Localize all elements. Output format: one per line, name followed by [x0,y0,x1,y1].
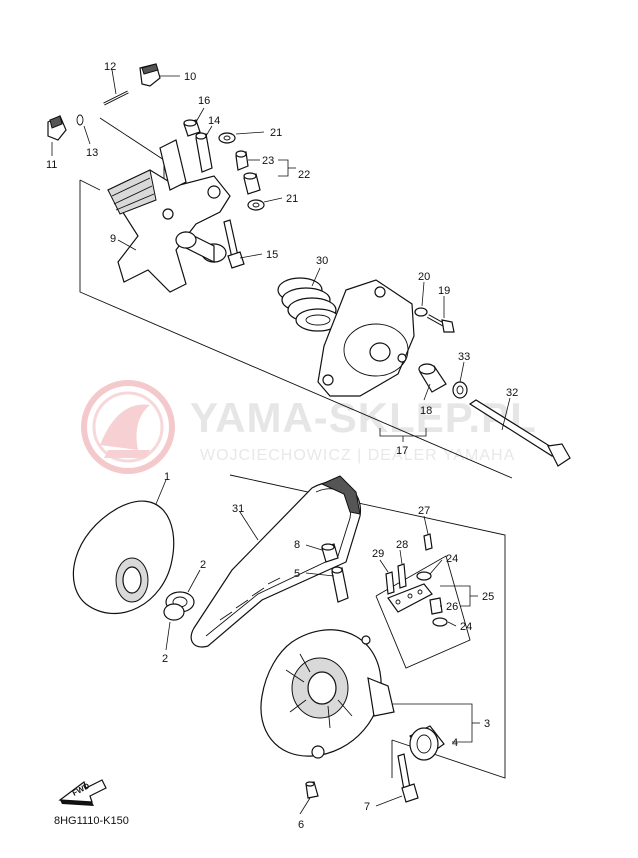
part-18-bushing [418,363,447,393]
part-2-bushing-lower [163,603,185,621]
part-9-spider-assembly [107,139,231,293]
part-24-washer-upper [416,571,432,581]
label-5: 5 [294,568,300,580]
label-25: 25 [482,591,494,603]
label-30: 30 [316,255,328,267]
label-18: 18 [420,405,432,417]
label-1: 1 [164,471,170,483]
label-26: 26 [446,601,458,613]
label-24-upper: 24 [446,553,458,565]
label-13: 13 [86,147,98,159]
part-15-bolt [223,219,245,269]
label-22: 22 [298,169,310,181]
label-3: 3 [484,718,490,730]
part-10-slider [139,63,161,87]
label-24-lower: 24 [460,621,472,633]
label-8: 8 [294,539,300,551]
watermark-logo-icon [81,380,175,474]
part-21-washer-upper [218,132,236,144]
part-5-spacer [331,566,349,603]
part-24-washer-lower [432,617,448,627]
part-20-washer [414,307,428,317]
part-22-roller [243,172,261,195]
label-31: 31 [232,503,244,515]
label-12: 12 [104,61,116,73]
part-labels: 12 10 11 13 16 14 21 23 22 21 15 9 30 20… [46,61,518,749]
part-25-weight-arm [387,583,433,613]
part-21-washer-lower [247,199,265,211]
part-29-bolt [385,571,395,595]
fwd-arrow-icon: FWD [58,779,107,806]
label-33: 33 [458,351,470,363]
label-19: 19 [438,285,450,297]
part-8-nut [321,543,339,563]
part-33-washer [452,381,468,399]
label-4: 4 [452,737,458,749]
part-6-pin [305,781,319,799]
part-12-pin [103,90,129,106]
part-13-clip [76,114,84,126]
part-14-spacer [195,132,213,173]
label-27: 27 [418,505,430,517]
part-19-bolt [427,314,455,333]
part-16-nut [183,119,201,137]
part-30-spring [277,277,341,332]
label-2-lower: 2 [162,653,168,665]
group-outlines [79,117,513,779]
part-11-slider [47,115,67,141]
label-29: 29 [372,548,384,560]
leader-lines [51,69,511,815]
label-28: 28 [396,539,408,551]
watermark: YAMA-SKLEP.PL WOJCIECHOWICZ | DEALER YAM… [81,380,537,474]
part-7-bolt [397,753,419,803]
label-17: 17 [396,445,408,457]
label-9: 9 [110,233,116,245]
diagram-code: 8HG1110-K150 [54,815,129,827]
part-23-bushing [235,150,249,171]
label-2-upper: 2 [200,559,206,571]
label-14: 14 [208,115,220,127]
label-7: 7 [364,801,370,813]
label-23: 23 [262,155,274,167]
part-1-fixed-sheave [72,500,175,615]
label-11: 11 [46,159,57,171]
label-21-upper: 21 [270,127,282,139]
part-4-bushing [409,725,445,761]
part-28-bolt [397,563,407,589]
label-16: 16 [198,95,210,107]
label-10: 10 [184,71,196,83]
label-32: 32 [506,387,518,399]
part-26-roller [429,597,443,615]
label-21-lower: 21 [286,193,298,205]
part-32-long-bolt [468,399,571,467]
label-15: 15 [266,249,278,261]
label-6: 6 [298,819,304,831]
part-17-cover [317,279,415,397]
part-3-movable-sheave [260,629,395,759]
part-27-pin [423,533,433,551]
watermark-subtitle: WOJCIECHOWICZ | DEALER YAMAHA [200,447,515,464]
watermark-title: YAMA-SKLEP.PL [190,394,537,441]
label-20: 20 [418,271,430,283]
part-31-belt [190,475,361,648]
